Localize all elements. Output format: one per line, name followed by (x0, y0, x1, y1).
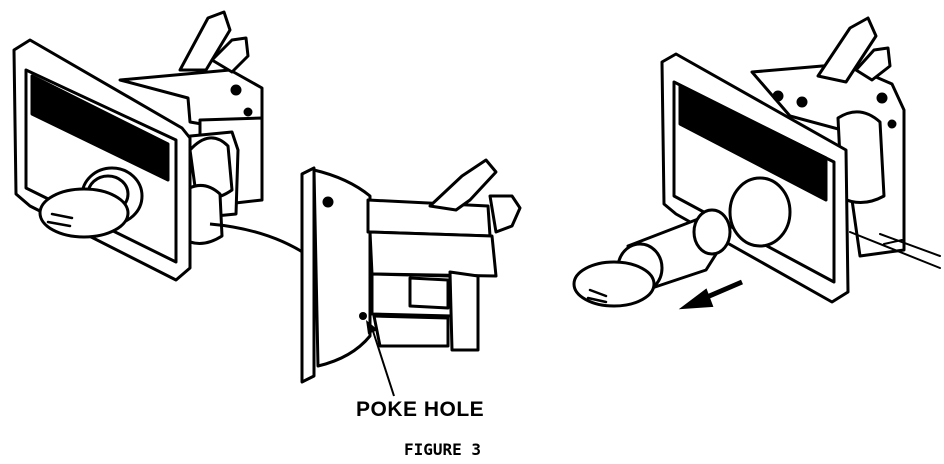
poke-hole-label: POKE HOLE (356, 398, 485, 421)
lock-side-view (302, 160, 520, 382)
leader-line (372, 328, 394, 396)
poke-hole-pointer (359, 312, 394, 396)
pull-out-arrow-icon (682, 282, 742, 308)
lock-assembly-cylinder-removed (574, 18, 940, 306)
lock-assembly-with-key (14, 12, 262, 280)
figure-caption: FIGURE 3 (404, 440, 482, 459)
poke-hole-dot (359, 312, 367, 320)
